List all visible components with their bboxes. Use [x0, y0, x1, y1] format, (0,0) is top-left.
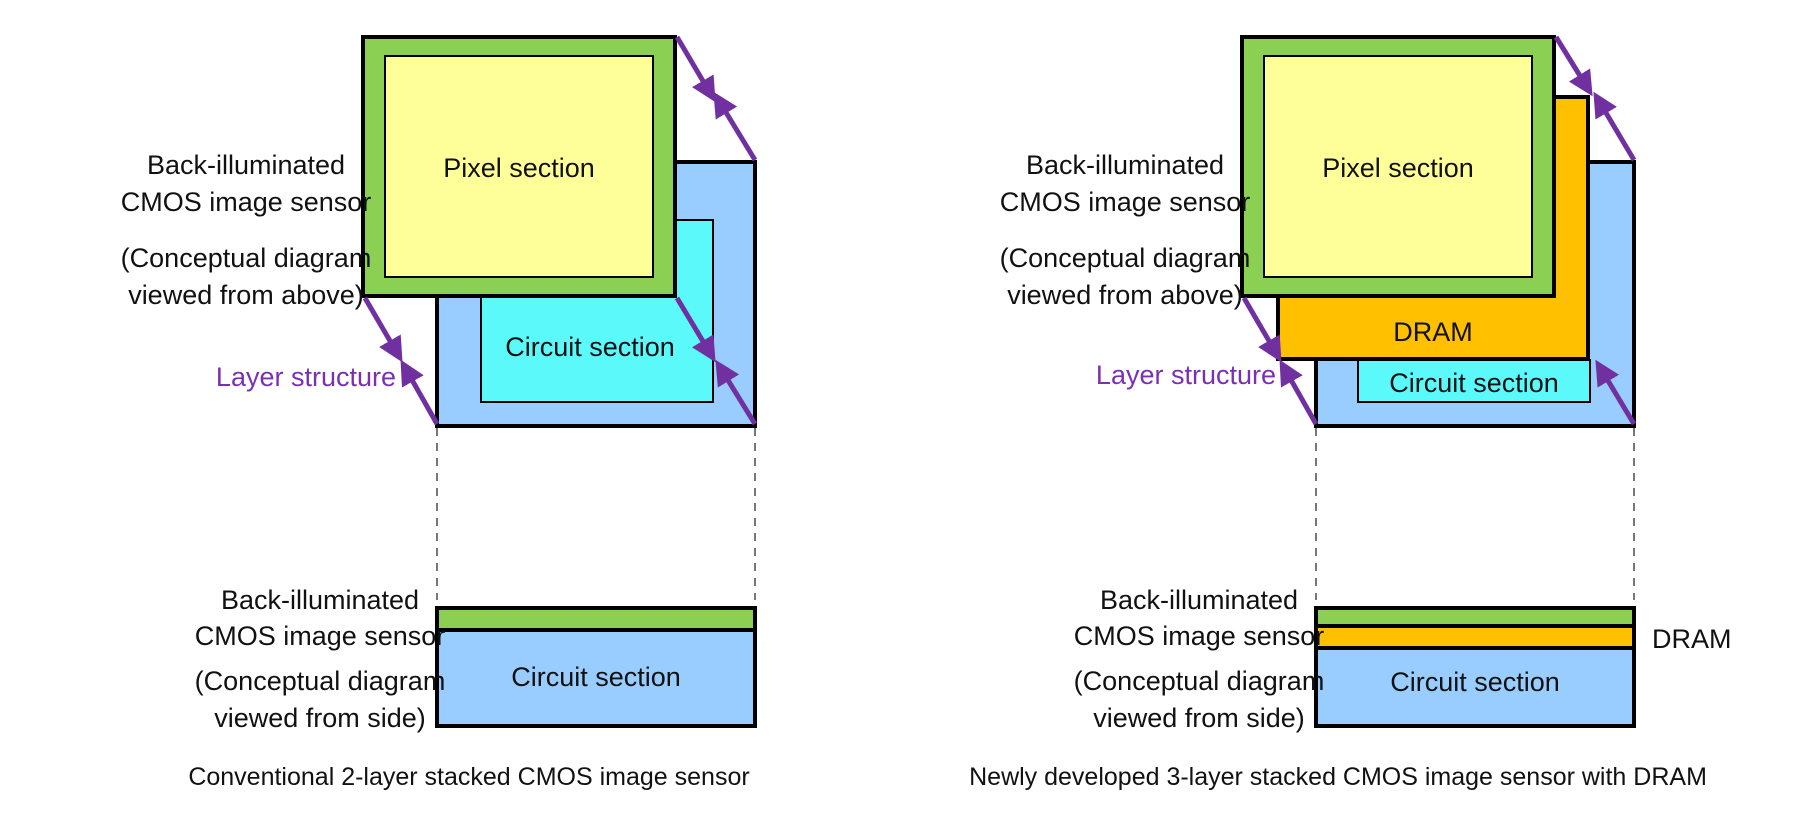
right-side-dram-layer — [1314, 624, 1636, 650]
right-side-sensor-line2: CMOS image sensor — [1074, 621, 1325, 651]
right-side-sensor-line1: Back-illuminated — [1100, 585, 1298, 615]
left-panel: Circuit section Pixel section Back-illum… — [121, 35, 758, 791]
right-arrow-left-down — [1241, 296, 1282, 363]
right-pixel-inner — [1263, 55, 1533, 278]
left-arrow-left-up — [400, 359, 440, 426]
right-side-pixel-layer — [1314, 606, 1636, 628]
right-top-concept-line1: (Conceptual diagram — [1000, 243, 1251, 273]
left-side-circuit-label: Circuit section — [511, 662, 681, 692]
right-circuit-chip — [1357, 359, 1591, 403]
left-side-concept-line1: (Conceptual diagram — [195, 666, 446, 696]
right-arrow-right-up — [1595, 359, 1637, 426]
right-top-concept-line2: viewed from above) — [1007, 280, 1243, 310]
right-panel: Circuit section DRAM Pixel section Back-… — [969, 35, 1732, 791]
right-side-dram-label: DRAM — [1652, 624, 1732, 654]
left-side-sensor-line2: CMOS image sensor — [195, 621, 446, 651]
left-caption: Conventional 2-layer stacked CMOS image … — [188, 763, 749, 791]
right-pixel-section-label: Pixel section — [1322, 153, 1474, 183]
right-dram-label: DRAM — [1393, 317, 1473, 347]
left-top-concept-line1: (Conceptual diagram — [121, 243, 372, 273]
left-arrow-top-down — [674, 35, 716, 103]
right-side-concept-line2: viewed from side) — [1093, 703, 1305, 733]
left-side-concept-line2: viewed from side) — [214, 703, 426, 733]
left-side-pixel-layer — [435, 606, 757, 632]
left-arrow-right-down — [674, 296, 716, 363]
left-pixel-section-label: Pixel section — [443, 153, 595, 183]
right-side-concept-line1: (Conceptual diagram — [1074, 666, 1325, 696]
right-arrow-top-up — [1593, 91, 1637, 162]
left-arrow-top-up — [713, 91, 758, 162]
right-caption: Newly developed 3-layer stacked CMOS ima… — [969, 763, 1707, 791]
left-arrow-left-down — [362, 296, 403, 363]
left-circuit-section-label: Circuit section — [505, 332, 675, 362]
right-layer-structure-label: Layer structure — [1096, 360, 1276, 390]
left-arrow-right-up — [715, 359, 758, 426]
left-layer-structure-label: Layer structure — [216, 362, 396, 392]
right-arrow-left-up — [1279, 359, 1319, 426]
right-circuit-section-label: Circuit section — [1389, 368, 1559, 398]
right-arrow-top-down — [1553, 35, 1593, 97]
right-side-circuit-label: Circuit section — [1390, 667, 1560, 697]
left-top-concept-line2: viewed from above) — [128, 280, 364, 310]
left-top-sensor-line1: Back-illuminated — [147, 150, 345, 180]
left-side-sensor-line1: Back-illuminated — [221, 585, 419, 615]
right-top-sensor-line1: Back-illuminated — [1026, 150, 1224, 180]
left-top-sensor-line2: CMOS image sensor — [121, 187, 372, 217]
right-top-sensor-line2: CMOS image sensor — [1000, 187, 1251, 217]
left-pixel-inner — [384, 55, 654, 278]
